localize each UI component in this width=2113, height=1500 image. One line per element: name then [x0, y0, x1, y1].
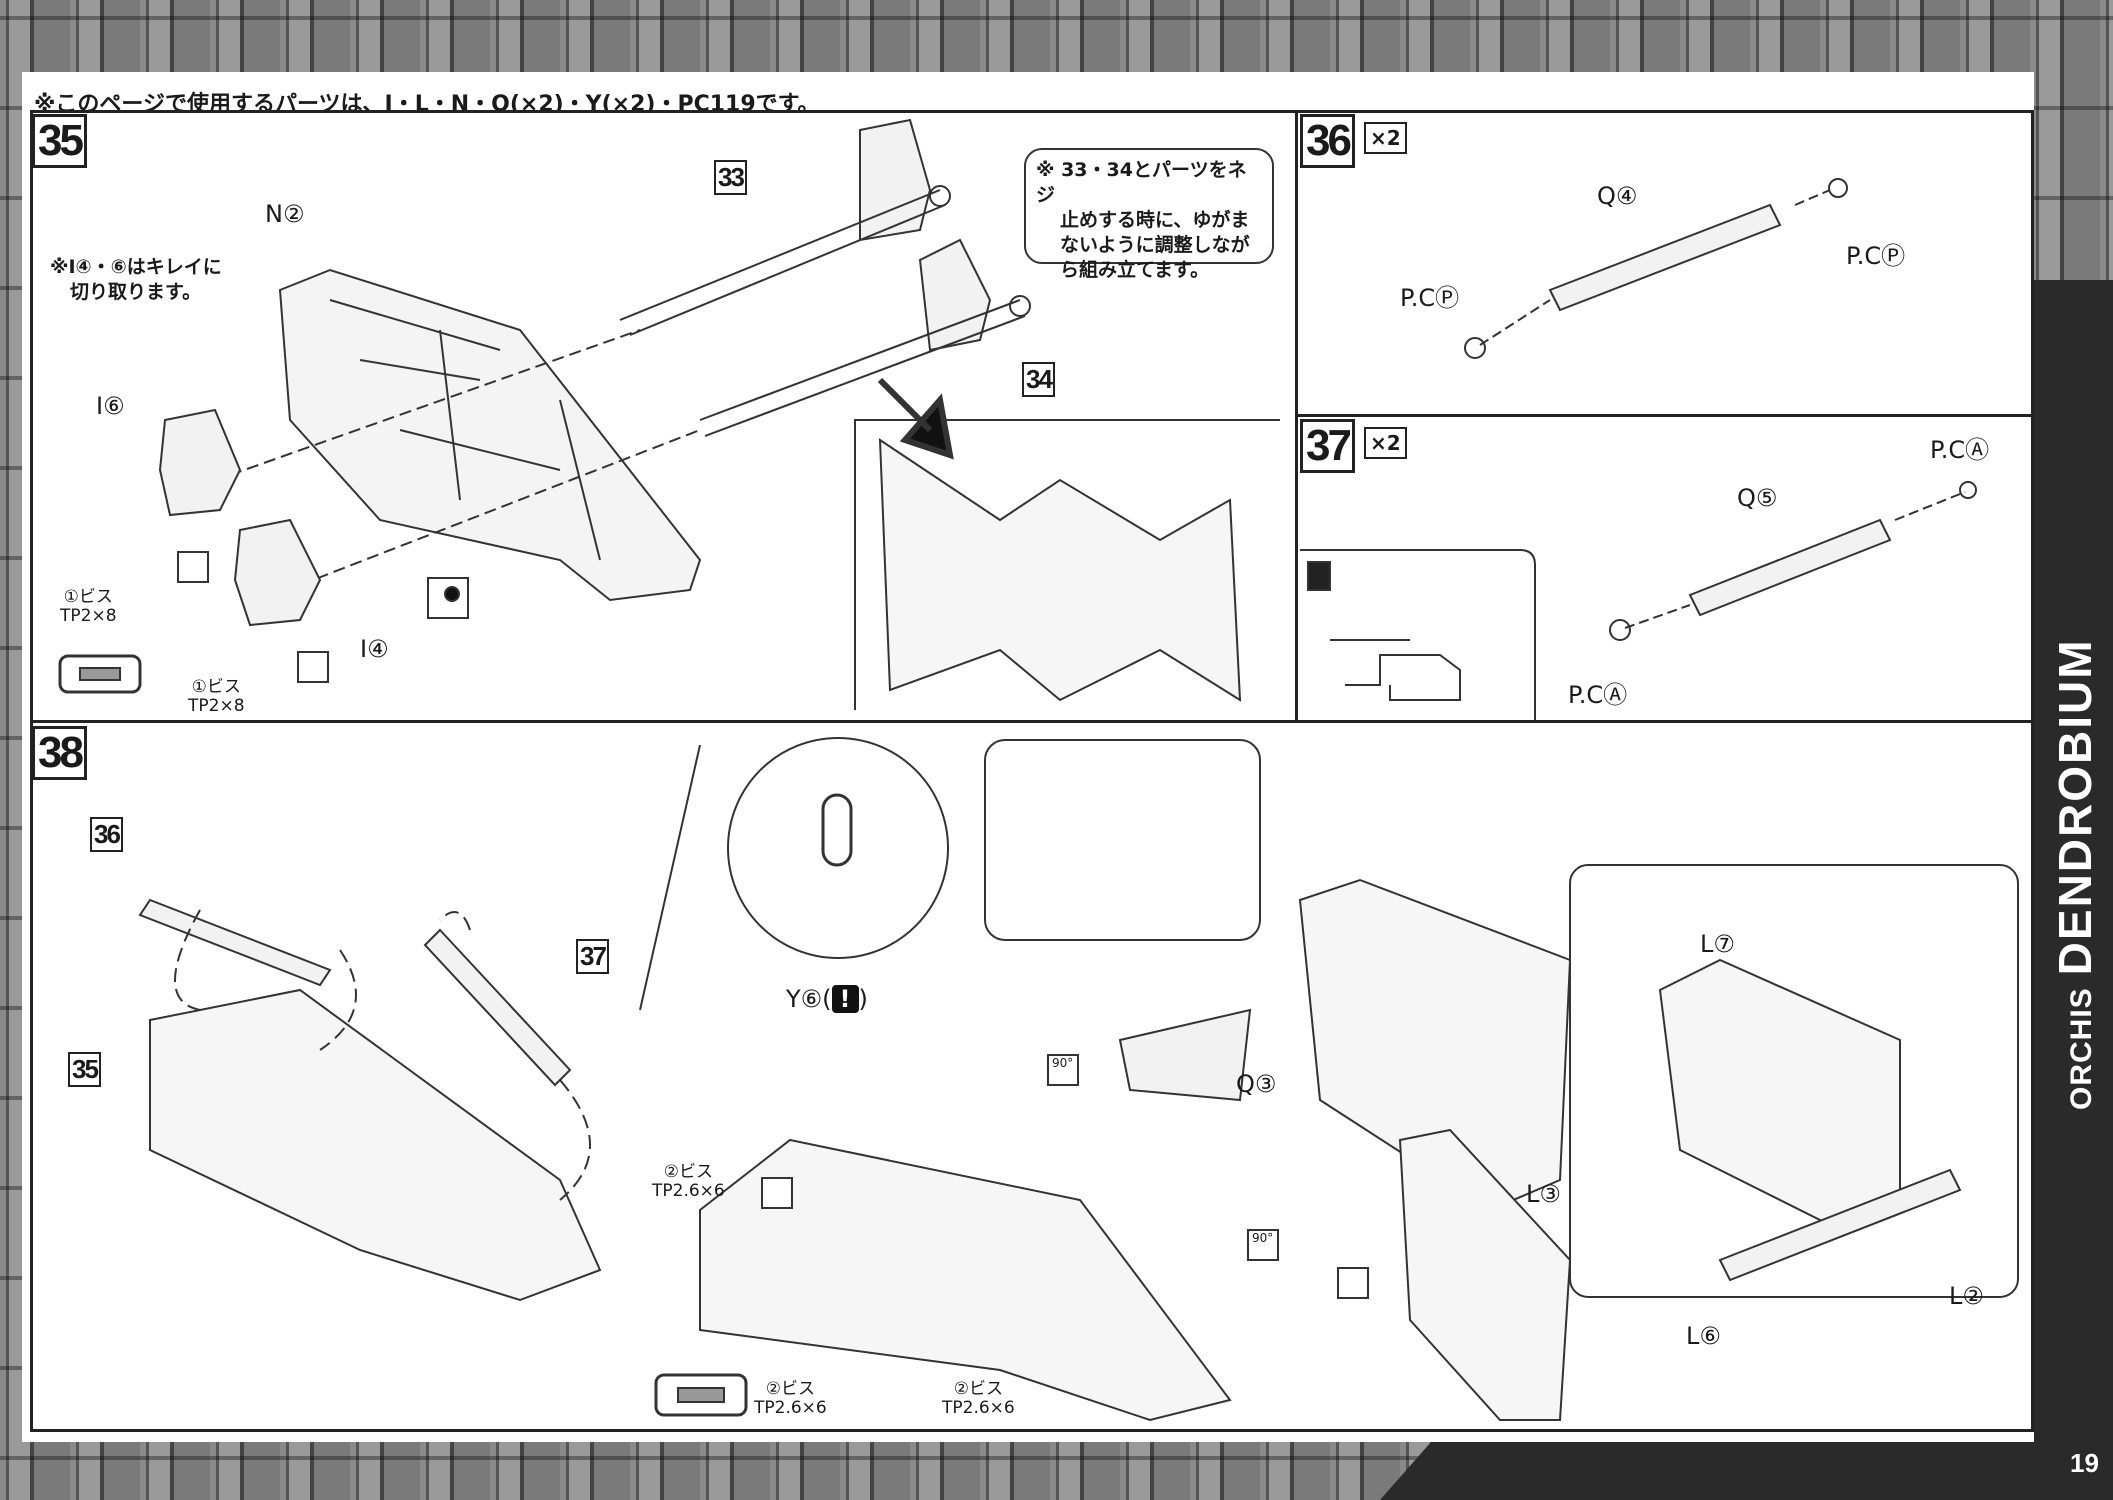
label-n2: N②: [265, 200, 305, 228]
rotate-label: 90°: [1252, 1231, 1274, 1245]
part-l7: [1658, 958, 1901, 1232]
part-i4: [233, 518, 322, 627]
step-38-number: 38: [32, 726, 87, 780]
label-l7: L⑦: [1700, 930, 1735, 958]
screw-size: TP2×8: [60, 606, 117, 626]
page-number: 19: [2070, 1448, 2099, 1478]
rod-33: [619, 185, 951, 336]
part-37-assembly: [423, 928, 572, 1087]
label-q4: Q④: [1597, 182, 1638, 210]
corner-band: [1380, 1440, 2040, 1500]
bubble-line: ※ 33・34とパーツをネジ: [1036, 159, 1247, 206]
label-i6: I⑥: [96, 392, 125, 420]
part-l3: [1398, 1128, 1572, 1421]
label-q5: Q⑤: [1737, 484, 1778, 512]
part-l-panel-upper: [1298, 878, 1572, 1212]
step-35-note: ※I④・⑥はキレイに 切り取ります。: [50, 255, 222, 305]
detail-inset-box: [1569, 864, 2019, 1298]
label-l2: L②: [1949, 1282, 1984, 1310]
screw-size: TP2.6×6: [942, 1398, 1015, 1418]
rotate-label: 90°: [1052, 1056, 1074, 1070]
screw-size: TP2.6×6: [652, 1181, 725, 1201]
screw-name: ①ビス: [191, 677, 241, 697]
screw-size: TP2×8: [188, 696, 245, 716]
part-l6: [1718, 1168, 1962, 1282]
label-y6-text: Y⑥(: [786, 985, 832, 1013]
detail-inset-frame: [1300, 549, 1536, 720]
part-q4: [1464, 178, 1848, 359]
step-35-number: 35: [32, 114, 87, 168]
label-l6: L⑥: [1686, 1322, 1721, 1350]
step-36-number: 36: [1300, 114, 1355, 168]
screwdriver-icon: [177, 551, 209, 583]
bubble-line: ら組み立てます。: [1060, 259, 1210, 281]
assembly-guide-lines: [229, 329, 701, 586]
screw-name: ②ビス: [765, 1379, 815, 1399]
ref-34: 34: [1022, 362, 1055, 397]
assembled-frame-left: [149, 988, 602, 1302]
label-y6: Y⑥(!): [786, 985, 868, 1013]
screw-icon: [654, 1373, 748, 1417]
part-36-assembly: [138, 898, 332, 987]
y6-clip: [1410, 740, 1550, 790]
screw-glyph: [79, 667, 121, 681]
note-line: 切り取ります。: [70, 281, 202, 303]
label-pc-p-right: P.CⓅ: [1846, 242, 1906, 270]
frame-part-illustration: [278, 118, 992, 602]
detail-circle: [727, 737, 949, 959]
gap-icon: [1307, 561, 1331, 591]
ref-37: 37: [576, 939, 609, 974]
screw-name: ②ビス: [953, 1379, 1003, 1399]
sidebar-band: [2034, 280, 2113, 1500]
label-y6-close: ): [858, 985, 868, 1013]
screwdriver-icon: [761, 1177, 793, 1209]
bubble-line: 止めする時に、ゆがま: [1060, 209, 1250, 231]
step-36-multiplier: ×2: [1364, 122, 1407, 154]
assembled-frame-center: [699, 1138, 1232, 1422]
step-37-number: 37: [1300, 419, 1355, 473]
label-pc-a-bottom: P.CⒶ: [1568, 681, 1628, 709]
rotate-90-icon: [1047, 1054, 1079, 1086]
detail-frame-illustration: [878, 438, 1242, 702]
label-pc-a-top: P.CⒶ: [1930, 436, 1990, 464]
step-37-multiplier: ×2: [1364, 427, 1407, 459]
rotate-90-icon: [1247, 1229, 1279, 1261]
part-q3: [1118, 1008, 1252, 1102]
part-i6: [158, 408, 242, 517]
screw-size: TP2.6×6: [754, 1398, 827, 1418]
assembly-guide-lines: [174, 909, 591, 1201]
screwdriver-icon: [1337, 1267, 1369, 1299]
bubble-line: ないように調整しなが: [1060, 234, 1250, 256]
screw-name: ②ビス: [663, 1162, 713, 1182]
note-bubble: ※ 33・34とパーツをネジ 止めする時に、ゆがま ないように調整しなが ら組み…: [1024, 148, 1274, 281]
label-pc-p-left: P.CⓅ: [1400, 284, 1460, 312]
label-q3: Q③: [1236, 1070, 1277, 1098]
detail-inset-frame: [854, 419, 1280, 710]
divider-line: [639, 744, 701, 1011]
label-i4: I④: [360, 635, 389, 663]
screw-name: ①ビス: [63, 587, 113, 607]
label-l3: L③: [1526, 1180, 1561, 1208]
caution-icon: !: [831, 985, 859, 1013]
hole-icon: [427, 577, 469, 619]
arrow-down-icon: [877, 377, 954, 460]
gap-detail: [1330, 639, 1461, 701]
detail-inset-box: [984, 739, 1261, 941]
note-line: ※I④・⑥はキレイに: [50, 256, 222, 278]
ref-33: 33: [714, 160, 747, 195]
part-q5: [1609, 481, 1977, 641]
part-y6-detail: [821, 793, 853, 867]
screw-icon: [58, 654, 142, 694]
screwdriver-icon: [297, 651, 329, 683]
ref-35: 35: [68, 1052, 101, 1087]
ref-36: 36: [90, 817, 123, 852]
rod-34: [699, 295, 1031, 437]
